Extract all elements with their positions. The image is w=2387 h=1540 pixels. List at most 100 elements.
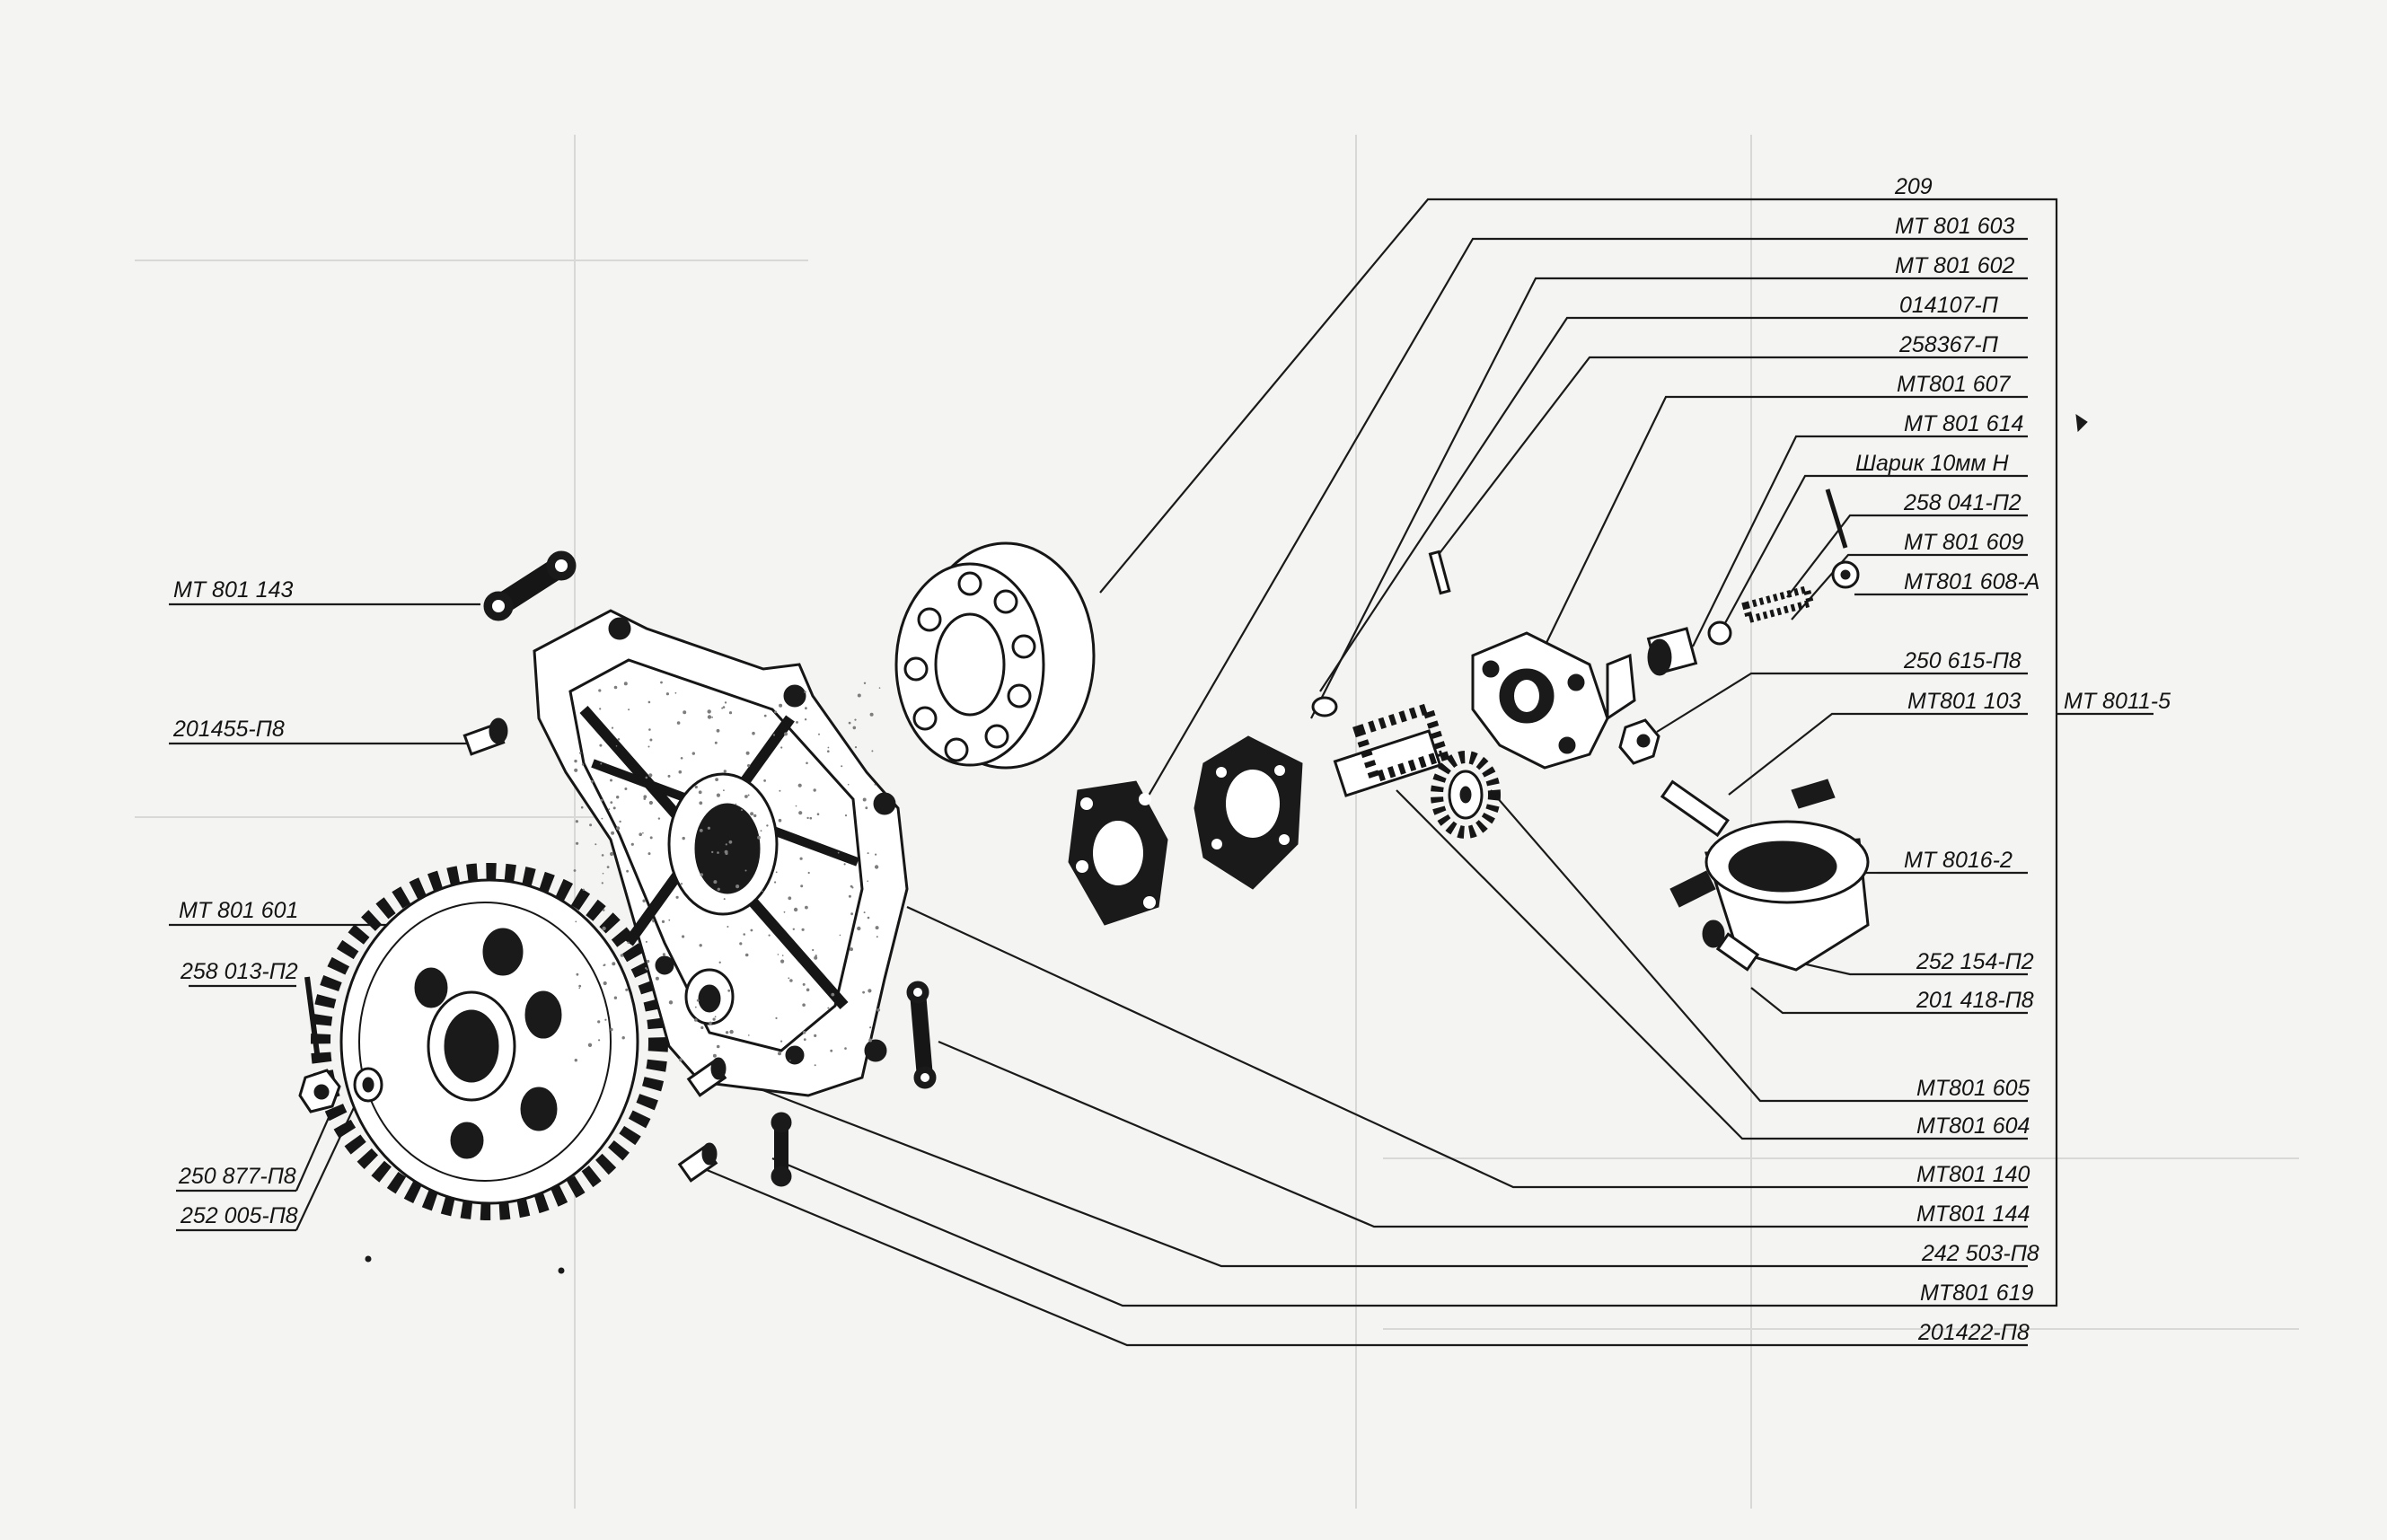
stipple-dot [728, 840, 733, 844]
link-plate-part [483, 550, 577, 621]
stipple-dot [665, 692, 670, 696]
label-mt801619: МТ801 619 [1920, 1280, 2034, 1306]
stipple-dot [735, 884, 740, 889]
stipple-dot [763, 714, 767, 717]
stipple-dot [626, 869, 629, 873]
stipple-dot [680, 757, 683, 760]
stipple-dot [868, 989, 872, 993]
stipple-dot [575, 820, 579, 823]
stipple-dot [750, 928, 753, 932]
background-show-through [135, 135, 2299, 1509]
stipple-dot [674, 691, 677, 694]
stipple-dot [655, 976, 659, 981]
stipple-dot [611, 831, 615, 835]
stipple-dot [675, 895, 679, 899]
oil-pump-body-part [1471, 631, 1636, 770]
stipple-dot [623, 682, 628, 686]
stipple-dot [867, 916, 870, 920]
gasket-part [1068, 780, 1168, 926]
stipple-dot [760, 830, 762, 832]
bearing-balls [903, 571, 1036, 762]
stipple-dot [802, 1030, 806, 1034]
stipple-dot [668, 1000, 674, 1005]
large-gear-part [311, 863, 668, 1220]
stipple-dot [863, 911, 866, 914]
label-mt801607: МТ801 607 [1897, 372, 2012, 397]
stipple-dot [795, 805, 797, 807]
pump-plate-part [1194, 735, 1303, 890]
stipple-dot [668, 919, 671, 921]
stipple-dot [788, 896, 792, 901]
stipple-dot [752, 731, 755, 735]
stipple-dot [648, 728, 651, 731]
stipple-dot [816, 813, 820, 815]
stipple-dot [727, 926, 729, 928]
stipple-dot [680, 883, 683, 885]
stipple-dot [779, 703, 783, 708]
label-sharik: Шарик 10мм Н [1855, 451, 2010, 476]
stipple-dot [649, 738, 653, 742]
stipple-dot [806, 761, 808, 765]
gear-shaft-parts [1333, 701, 1501, 839]
label-250877: 250 877-П8 [178, 1164, 296, 1189]
stipple-dot [575, 920, 577, 923]
stipple-dot [830, 1049, 833, 1052]
stipple-dot [818, 733, 820, 735]
stipple-dot [648, 773, 653, 778]
stipple-dot [610, 1027, 613, 1032]
stipple-dot [576, 841, 579, 845]
stipple-dot [649, 836, 653, 840]
stipple-dot [645, 776, 648, 779]
stipple-dot [578, 984, 582, 988]
stipple-dot [642, 899, 646, 902]
lower-link-and-bolts [677, 981, 937, 1187]
label-201422: 201422-П8 [1917, 1320, 2030, 1345]
stipple-dot [778, 818, 782, 823]
stipple-dot [748, 1034, 750, 1036]
stipple-dot [620, 954, 624, 957]
stipple-dot [814, 1034, 817, 1037]
stipple-dot [718, 961, 721, 964]
stipple-dot [867, 852, 869, 855]
stipple-dot [801, 928, 805, 931]
stipple-dot [651, 919, 655, 921]
label-201418: 201 418-П8 [1916, 988, 2034, 1013]
stipple-dot [578, 987, 580, 990]
stipple-dot [844, 1047, 847, 1050]
stipple-dot [581, 763, 585, 766]
stipple-dot [599, 744, 603, 747]
stipple-dot [724, 701, 727, 704]
stipple-dot [725, 843, 727, 846]
leader-lines [169, 198, 2154, 1347]
stipple-dot [619, 820, 621, 823]
stipple-dot [812, 948, 815, 952]
stipple-dot [643, 797, 647, 800]
stipple-dot [723, 770, 727, 773]
stipple-dot [814, 1064, 816, 1067]
stipple-dot [615, 745, 618, 747]
stipple-dot [722, 706, 726, 708]
stipple-dot [645, 940, 647, 943]
stipple-dot [813, 788, 816, 792]
stipple-dot [809, 816, 813, 820]
stipple-dot [606, 866, 610, 868]
stipple-dot [612, 806, 616, 810]
label-mt801603: МТ 801 603 [1895, 214, 2015, 239]
stipple-dot [627, 941, 630, 945]
label-258367: 258367-П [1898, 332, 1999, 357]
label-mt801614: МТ 801 614 [1904, 411, 2023, 436]
stipple-dot [709, 1021, 712, 1025]
label-242503: 242 503-П8 [1921, 1241, 2039, 1266]
bolt-part [462, 717, 508, 756]
stipple-dot [600, 798, 603, 802]
stipple-dot [802, 1003, 806, 1007]
stipple-dot [698, 790, 702, 795]
stipple-dot [843, 863, 846, 866]
stipple-dot [841, 765, 843, 768]
stipple-dot [682, 935, 685, 938]
stipple-dot [707, 715, 712, 719]
stipple-dot [739, 942, 743, 946]
stipple-dot [645, 967, 647, 970]
stipple-dot [827, 1007, 830, 1009]
